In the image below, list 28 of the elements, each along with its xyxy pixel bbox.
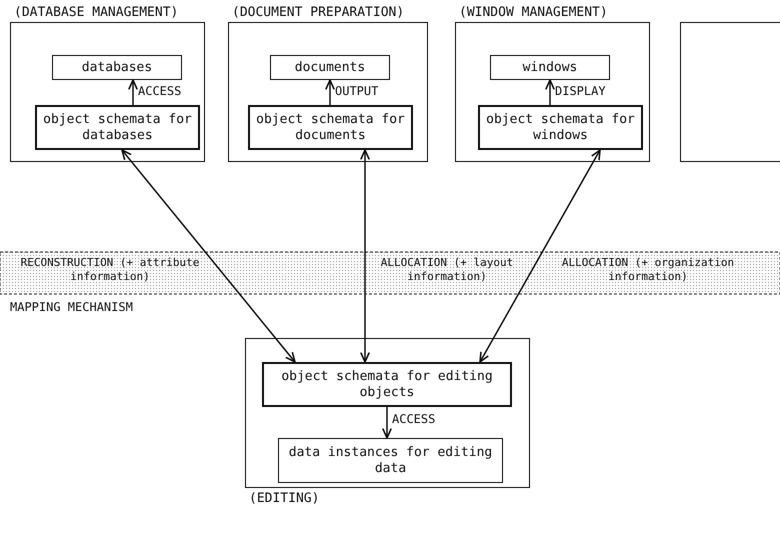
process-box: databases [52,55,182,80]
process-box: windows [490,55,610,80]
process-box: data instances for editing data [278,438,503,483]
edge-label: ACCESS [392,412,436,426]
process-box: object schemata for documents [248,105,413,150]
arrow [545,79,555,105]
group-title: (WINDOW MANAGEMENT) [459,6,608,20]
arrow [325,79,335,105]
process-box: object schemata for databases [35,105,200,150]
group-title: (DATABASE MANAGEMENT) [14,6,178,20]
edge-label: RECONSTRUCTION (+ attribute information) [20,256,200,284]
process-box: documents [270,55,390,80]
edge-label: ACCESS [138,84,182,98]
process-box: object schemata for editing objects [262,362,512,407]
arrow [382,407,392,439]
arrow [360,149,370,363]
edge-label: DISPLAY [555,84,607,98]
arrow [128,79,138,105]
band-label: MAPPING MECHANISM [10,300,133,314]
edge-label: ALLOCATION (+ layout information) [380,256,514,284]
arrow [479,149,601,363]
process-box: object schemata for windows [478,105,643,150]
edge-label: OUTPUT [335,84,380,98]
empty-box [680,22,780,162]
arrow [121,149,296,363]
edge-label: ALLOCATION (+ organization information) [560,256,736,284]
group-title: (EDITING) [249,492,320,506]
group-title: (DOCUMENT PREPARATION) [232,6,404,20]
